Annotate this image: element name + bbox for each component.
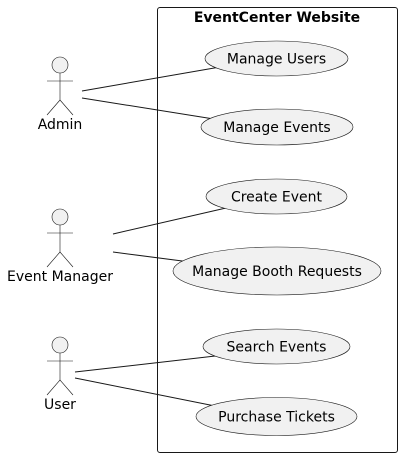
use-case-manage-users: Manage Users	[204, 40, 349, 77]
use-case-label: Search Events	[227, 340, 327, 356]
associations	[74, 66, 227, 407]
actor-event-manager: Event Manager	[7, 208, 113, 285]
stick-figure-icon	[46, 208, 74, 268]
use-case-label: Manage Booth Requests	[192, 264, 362, 280]
actor-label: Admin	[38, 117, 83, 133]
use-case-label: Create Event	[231, 190, 323, 206]
stick-figure-icon	[46, 336, 74, 396]
use-case-label: Manage Events	[223, 120, 330, 136]
use-case-label: Manage Users	[227, 52, 326, 68]
actor-label: User	[44, 397, 76, 413]
association-user-search-events	[74, 354, 225, 373]
association-event-manager-create-event	[112, 207, 227, 235]
actor-label: Event Manager	[7, 269, 113, 285]
stick-figure-icon	[46, 56, 74, 116]
use-case-manage-events: Manage Events	[200, 108, 354, 146]
use-case-create-event: Create Event	[205, 178, 348, 215]
actor-user: User	[44, 336, 76, 413]
use-case-purchase-tickets: Purchase Tickets	[195, 397, 358, 436]
use-case-search-events: Search Events	[202, 328, 351, 365]
association-admin-manage-events	[81, 97, 221, 121]
use-case-label: Purchase Tickets	[218, 410, 335, 426]
actor-admin: Admin	[38, 56, 83, 133]
association-event-manager-manage-booth-requests	[112, 251, 191, 263]
association-user-purchase-tickets	[74, 377, 216, 407]
association-admin-manage-users	[81, 66, 221, 92]
system-title: EventCenter Website	[194, 10, 360, 26]
use-case-manage-booth-requests: Manage Booth Requests	[172, 246, 382, 296]
